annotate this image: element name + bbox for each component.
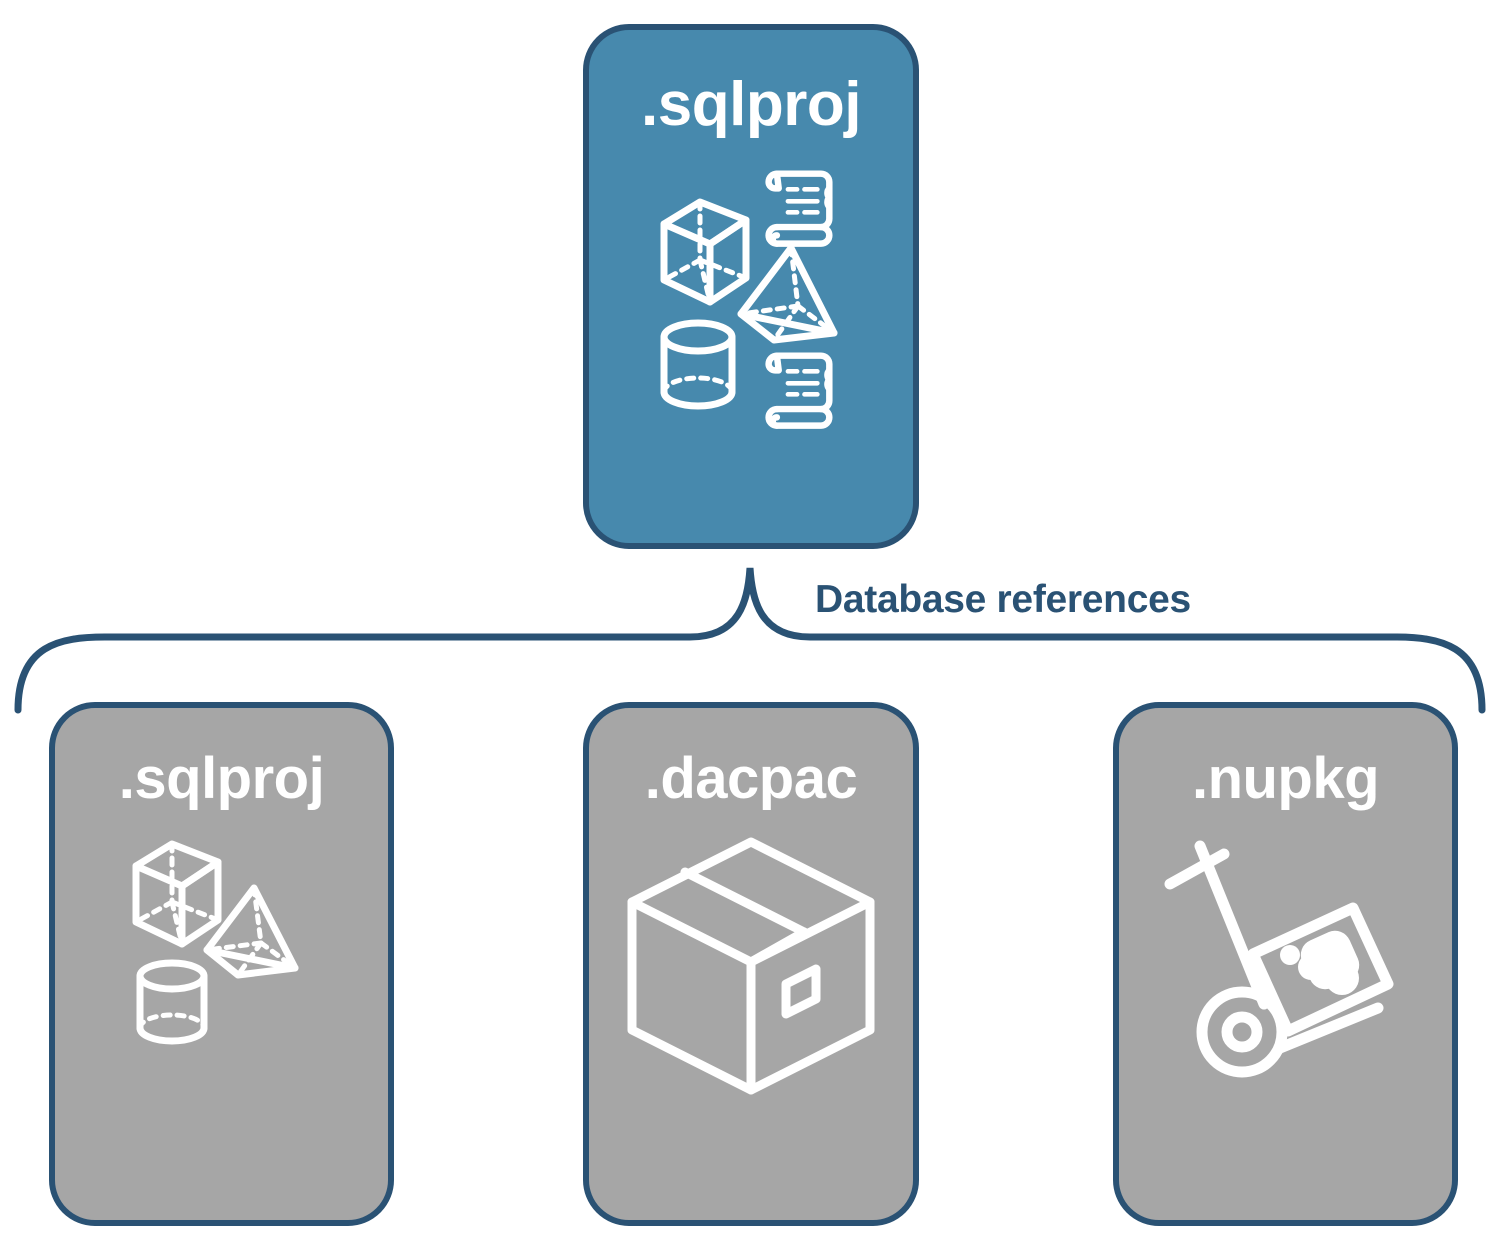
card-root-sqlproj[interactable]: .sqlproj [583, 24, 919, 549]
pyramid-wireframe-icon [737, 244, 838, 344]
cylinder-wireframe-icon [136, 959, 208, 1045]
package-icon [1247, 902, 1393, 1037]
card-title: .dacpac [644, 746, 858, 811]
connector-label: Database references [815, 578, 1191, 621]
cube-wireframe-icon [660, 198, 750, 306]
card-child-dacpac[interactable]: .dacpac [583, 702, 919, 1226]
pyramid-wireframe-icon [203, 884, 299, 979]
root-icon-group [636, 162, 866, 437]
hand-truck-icon [1164, 840, 1383, 1078]
card-child-nupkg[interactable]: .nupkg [1113, 702, 1458, 1226]
cube-wireframe-icon [132, 840, 222, 948]
nupkg-icon-group [1156, 836, 1416, 1091]
card-title: .sqlproj [118, 746, 325, 811]
database-references-brace [14, 567, 1486, 714]
card-child-sqlproj[interactable]: .sqlproj [49, 702, 394, 1226]
scroll-icon [765, 352, 833, 429]
sqlproj-icon-group [114, 836, 329, 1076]
dacpac-icon-group [626, 836, 876, 1101]
cylinder-wireframe-icon [660, 319, 736, 410]
shipping-box-icon [627, 837, 875, 1095]
card-title: .nupkg [1191, 746, 1380, 811]
package-dots-icon [1279, 930, 1359, 995]
card-title: .sqlproj [641, 70, 861, 139]
scroll-icon [765, 170, 833, 247]
